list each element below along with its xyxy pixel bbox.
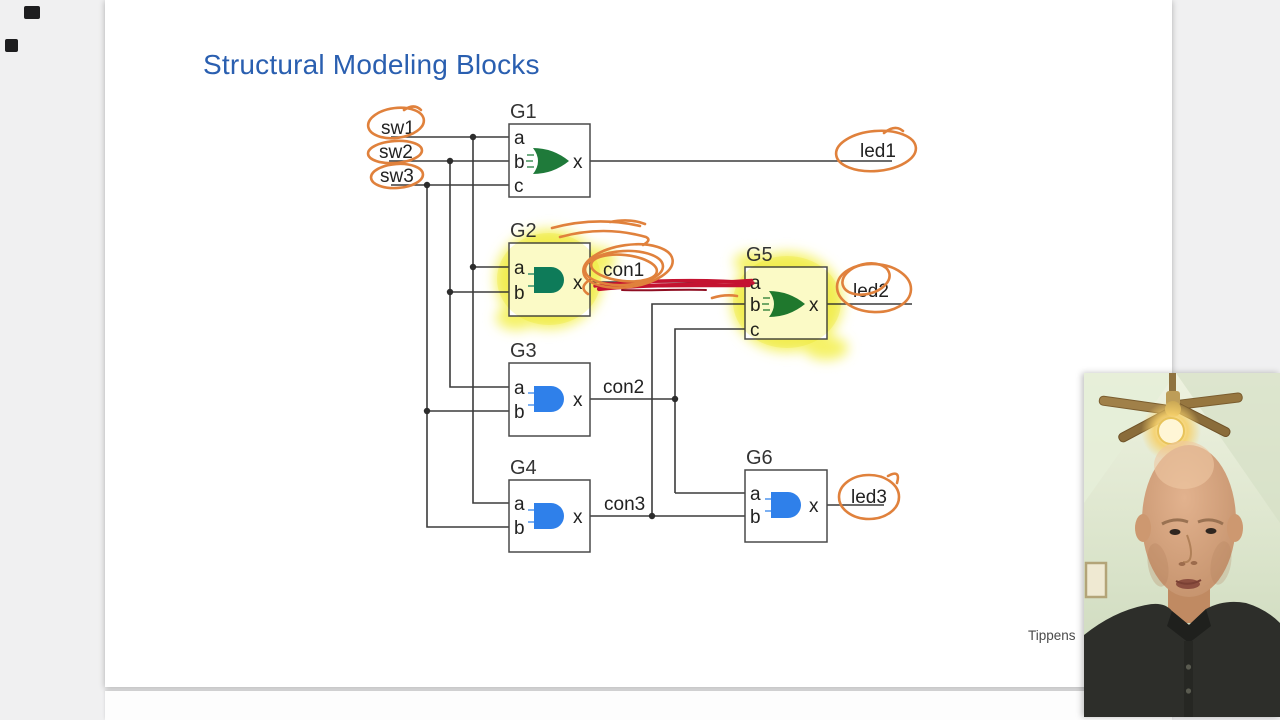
- signal-led3: led3: [851, 487, 887, 508]
- nostril: [1178, 562, 1186, 566]
- pin-label: b: [514, 402, 525, 423]
- pin-label: a: [750, 484, 761, 505]
- junction-dots: [423, 133, 679, 520]
- upper-lip: [1175, 579, 1202, 585]
- collar: [1167, 609, 1211, 643]
- pin-label: a: [514, 494, 525, 515]
- pin-label: x: [573, 152, 583, 173]
- eyebrow: [1161, 518, 1189, 526]
- signal-sw1: sw1: [381, 118, 415, 139]
- pin-label: x: [573, 390, 583, 411]
- webcam-overlay: [1084, 373, 1280, 717]
- ui-fragment-icon: [5, 39, 18, 52]
- instructor: [1135, 441, 1243, 623]
- scribble-above-g2: [558, 229, 650, 247]
- gate-g3-label: G3: [510, 340, 537, 362]
- author-credit: Tippens: [1028, 628, 1076, 643]
- highlight-overlay: [497, 233, 841, 348]
- circle-led1: [834, 129, 918, 173]
- pin-label: x: [573, 507, 583, 528]
- ceiling-slope: [1176, 373, 1280, 523]
- and-gate-icon: [528, 503, 564, 529]
- circle-led2: [841, 262, 891, 296]
- polo-shirt: [1084, 601, 1280, 717]
- eyebrow: [1197, 518, 1224, 526]
- next-slide-edge: [105, 691, 1172, 720]
- button: [1185, 664, 1192, 670]
- webcam-video: [1084, 373, 1280, 717]
- scalp-highlight: [1154, 441, 1214, 489]
- wire-con3: [590, 303, 746, 517]
- pin-label: a: [514, 128, 525, 149]
- circle-led3: [837, 473, 901, 521]
- or-gate-icon: [526, 148, 569, 174]
- circle-con1: [583, 249, 665, 287]
- eye: [1205, 528, 1217, 534]
- nostril: [1190, 561, 1198, 565]
- cheek-shadow: [1210, 541, 1232, 585]
- dash-near-g5: [710, 294, 739, 300]
- fan-light: [1157, 417, 1185, 445]
- ear: [1227, 514, 1243, 542]
- ear: [1135, 514, 1151, 542]
- eye: [1169, 529, 1181, 535]
- circle-con1: [582, 242, 674, 290]
- signal-con3: con3: [604, 494, 645, 515]
- and-gate-icon: [765, 492, 801, 518]
- gate-g4-label: G4: [510, 457, 537, 479]
- and-gate-icon: [528, 386, 564, 412]
- signal-sw3: sw3: [380, 166, 414, 187]
- nose: [1182, 534, 1192, 564]
- circle-led3-hook: [886, 472, 900, 485]
- button: [1185, 688, 1192, 694]
- picture-frame: [1084, 561, 1108, 599]
- pin-label: b: [514, 152, 525, 173]
- placket: [1184, 641, 1193, 717]
- ui-fragment-icon: [24, 6, 40, 19]
- presentation-slide: [105, 0, 1172, 687]
- scribble-above-g2: [608, 219, 647, 226]
- circle-sw3: [369, 162, 425, 190]
- gate-g1-label: G1: [510, 101, 537, 123]
- wire-sw2: [389, 160, 509, 388]
- circle-sw1: [366, 106, 426, 140]
- cheek-shadow: [1147, 543, 1169, 587]
- pin-label: c: [514, 176, 524, 197]
- signal-led1: led1: [860, 141, 896, 162]
- signal-con1: con1: [603, 260, 644, 281]
- pin-label: b: [750, 507, 761, 528]
- orange-pen-annotations: [366, 105, 918, 521]
- circle-led1-squiggle: [882, 126, 905, 135]
- signal-con2: con2: [603, 377, 644, 398]
- signal-led2: led2: [853, 281, 889, 302]
- signal-sw2: sw2: [379, 142, 413, 163]
- circle-con1: [589, 253, 659, 283]
- gate-g6-label: G6: [746, 447, 773, 469]
- slide-title: Structural Modeling Blocks: [203, 49, 540, 80]
- scribble-above-g2: [550, 220, 642, 230]
- pin-label: b: [514, 518, 525, 539]
- circle-sw1-squiggle: [402, 105, 423, 112]
- pin-label: a: [514, 378, 525, 399]
- wire-con2: [590, 328, 746, 494]
- circle-con1-tail: [582, 279, 590, 296]
- wires: [389, 136, 912, 528]
- pin-label: x: [809, 496, 819, 517]
